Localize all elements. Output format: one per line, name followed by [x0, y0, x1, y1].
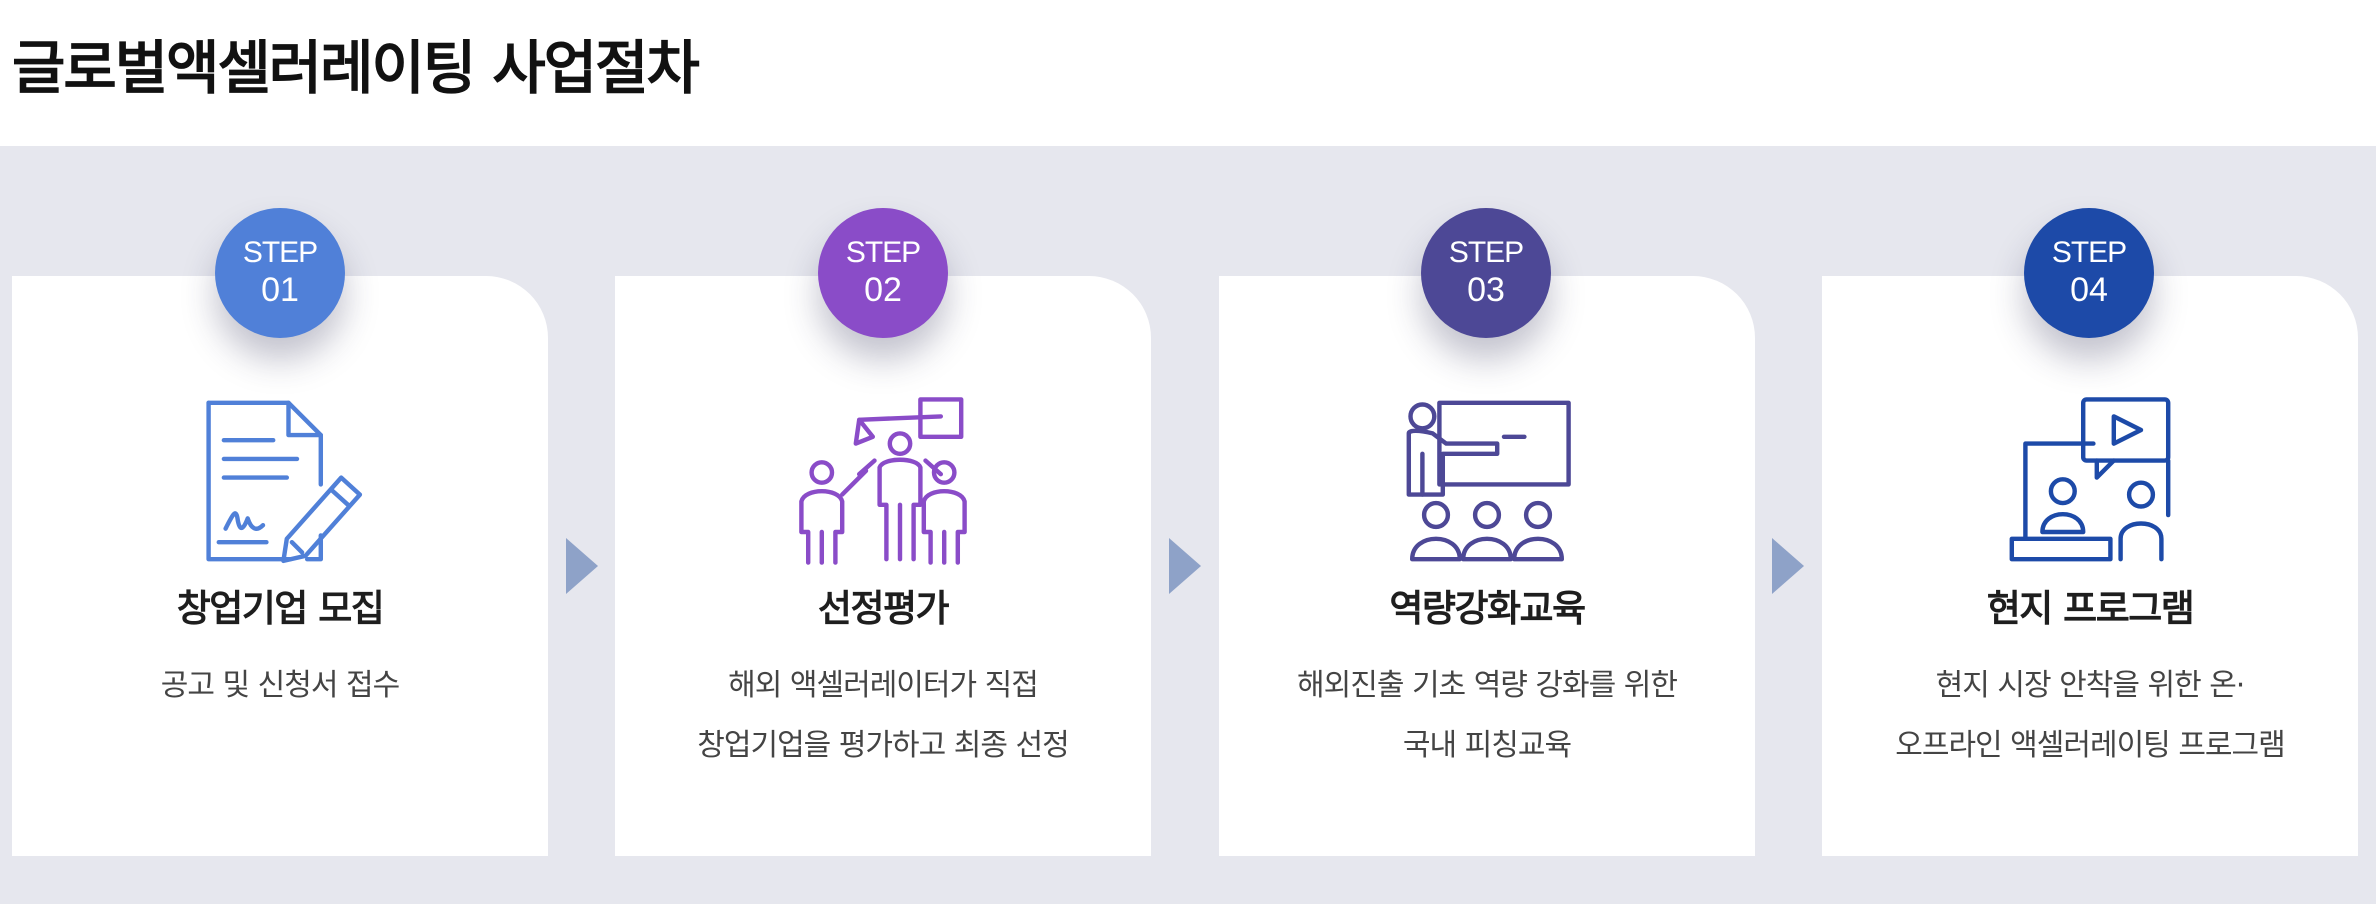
step-title: 선정평가 [817, 587, 950, 630]
step-title: 현지 프로그램 [1986, 587, 2195, 630]
step-badge-label: STEP [845, 236, 921, 269]
classroom-presentation-icon [1406, 400, 1571, 562]
step-badge-1: STEP 01 [215, 208, 345, 338]
step-card-2: 선정평가 해외 액셀러레이터가 직접 창업기업을 평가하고 최종 선정 [615, 276, 1151, 856]
online-video-program-icon [2009, 397, 2171, 562]
step-badge-number: 03 [1467, 271, 1505, 309]
step-badge-number: 02 [864, 271, 902, 309]
arrow-right-icon [1169, 538, 1201, 594]
step-description-line: 오프라인 액셀러레이팅 프로그램 [1895, 728, 2285, 763]
step-badge-number: 01 [261, 271, 299, 309]
step-description: 해외 액셀러레이터가 직접 창업기업을 평가하고 최종 선정 [615, 656, 1151, 776]
step-description-line: 해외 액셀러레이터가 직접 [728, 668, 1039, 703]
step-description-line: 해외진출 기초 역량 강화를 위한 [1297, 668, 1678, 703]
step-title: 창업기업 모집 [176, 587, 385, 630]
step-badge-label: STEP [1448, 236, 1524, 269]
step-description-line: 국내 피칭교육 [1402, 728, 1572, 763]
step-card-1: 창업기업 모집 공고 및 신청서 접수 [12, 276, 548, 856]
step-badge-3: STEP 03 [1421, 208, 1551, 338]
step-description: 공고 및 신청서 접수 [12, 656, 548, 716]
step-badge-number: 04 [2070, 271, 2108, 309]
step-badge-label: STEP [2051, 236, 2127, 269]
arrow-right-icon [566, 538, 598, 594]
step-description: 해외진출 기초 역량 강화를 위한 국내 피칭교육 [1219, 656, 1755, 776]
step-card-4: 현지 프로그램 현지 시장 안착을 위한 온· 오프라인 액셀러레이팅 프로그램 [1822, 276, 2358, 856]
step-description-line: 현지 시장 안착을 위한 온· [1935, 668, 2246, 703]
step-badge-4: STEP 04 [2024, 208, 2154, 338]
step-description: 현지 시장 안착을 위한 온· 오프라인 액셀러레이팅 프로그램 [1822, 656, 2358, 776]
step-description-line: 공고 및 신청서 접수 [160, 668, 400, 703]
page-title: 글로벌액셀러레이팅 사업절차 [12, 34, 700, 102]
step-badge-label: STEP [242, 236, 318, 269]
arrow-right-icon [1772, 538, 1804, 594]
group-selection-icon [799, 397, 967, 565]
document-signing-icon [206, 400, 363, 564]
step-badge-2: STEP 02 [818, 208, 948, 338]
step-card-3: 역량강화교육 해외진출 기초 역량 강화를 위한 국내 피칭교육 [1219, 276, 1755, 856]
step-title: 역량강화교육 [1389, 587, 1586, 630]
step-description-line: 창업기업을 평가하고 최종 선정 [697, 728, 1069, 763]
